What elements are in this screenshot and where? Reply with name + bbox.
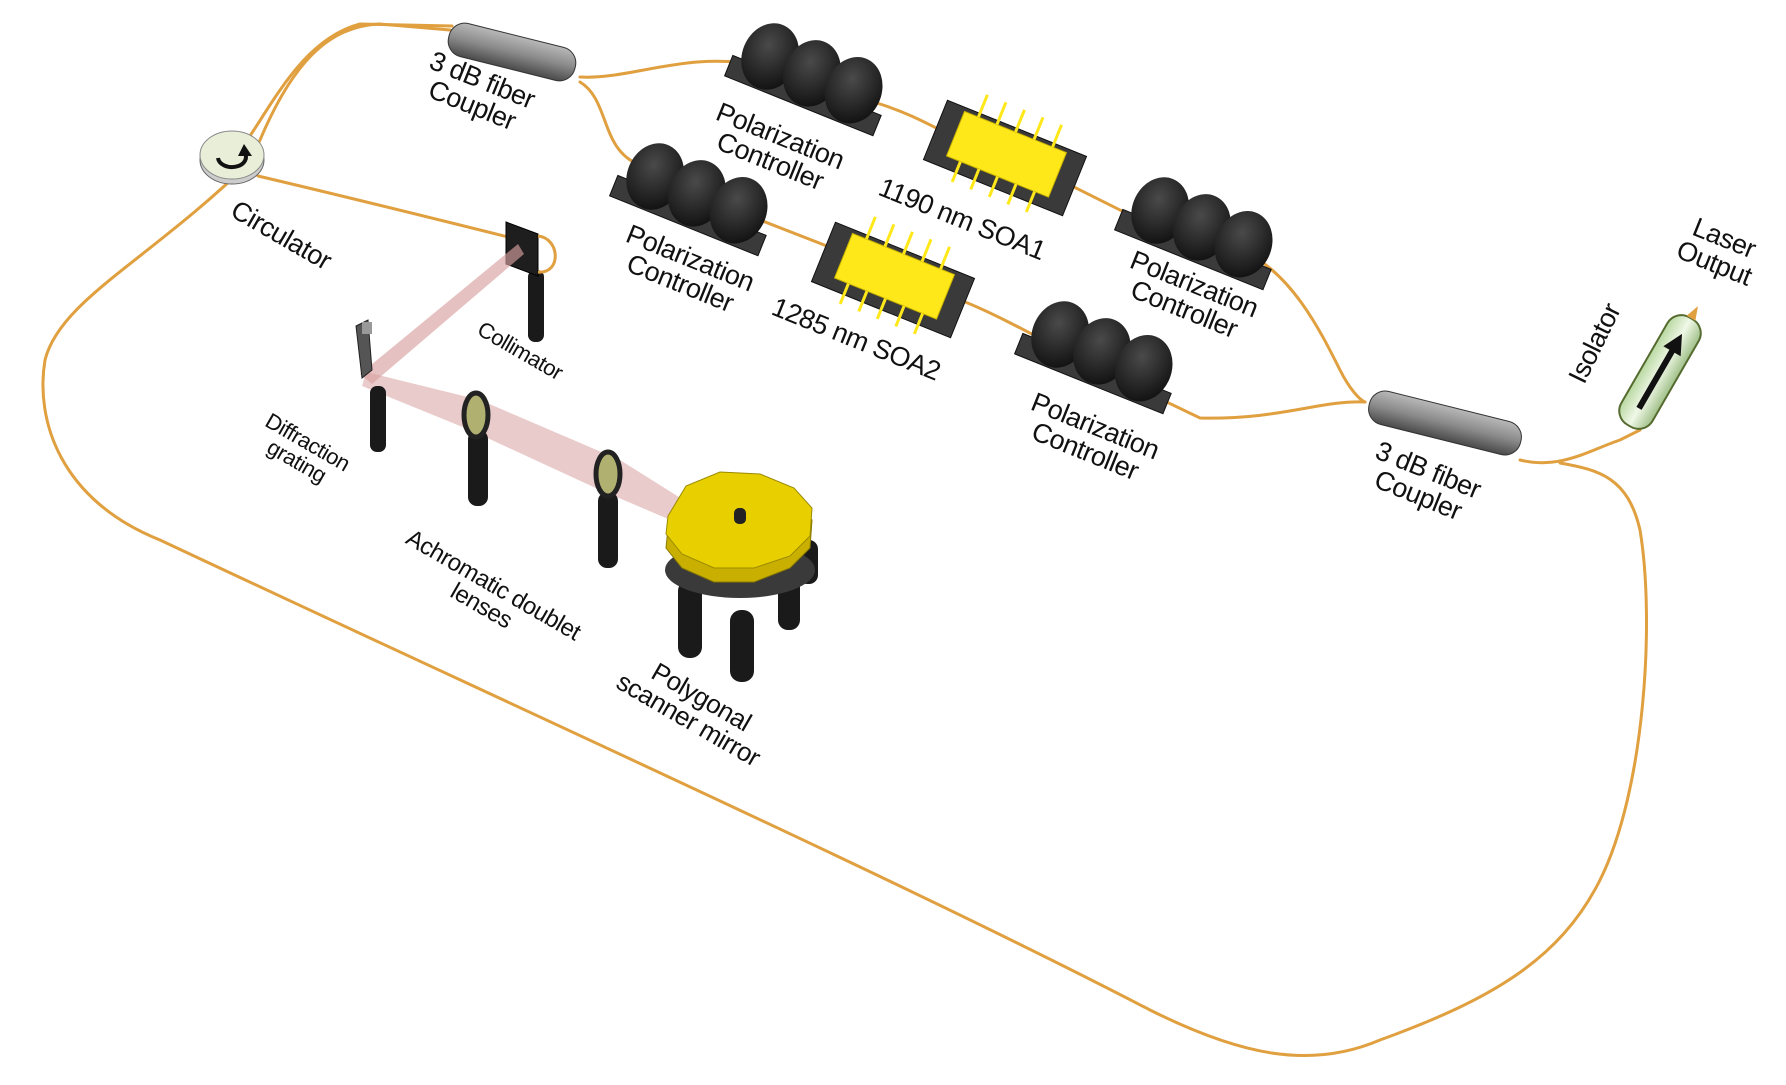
fiber-circ-to-collimator: [256, 174, 522, 242]
polarization-controller-mid-left: [608, 143, 768, 257]
laser-beam: [360, 244, 690, 524]
fiber-outer-loop: [41, 22, 1648, 1058]
polarization-controller-top-left: [723, 23, 883, 137]
coupler-top: [447, 22, 577, 82]
achromatic-lens-2: [593, 449, 623, 568]
circulator: [199, 130, 265, 185]
polarization-controller-top-right: [1113, 177, 1273, 291]
soa1-chip: [922, 94, 1088, 217]
coupler-right: [1368, 390, 1522, 456]
fiber-loop: [41, 22, 1648, 1058]
achromatic-lens-1: [461, 390, 491, 506]
fiber-coupler-right-to-isolator: [1518, 428, 1642, 465]
circular-arrow-icon: [216, 144, 252, 170]
soa2-chip: [810, 216, 976, 339]
polarization-controller-bottom-right: [1013, 301, 1173, 415]
diffraction-grating: [355, 319, 386, 452]
collimator: [505, 221, 557, 342]
isolator: [1618, 306, 1702, 430]
polygonal-scanner-mirror: [665, 471, 818, 682]
arrow-icon: [1636, 333, 1682, 410]
fiber-coupler-top-lower-branch: [578, 80, 1367, 420]
